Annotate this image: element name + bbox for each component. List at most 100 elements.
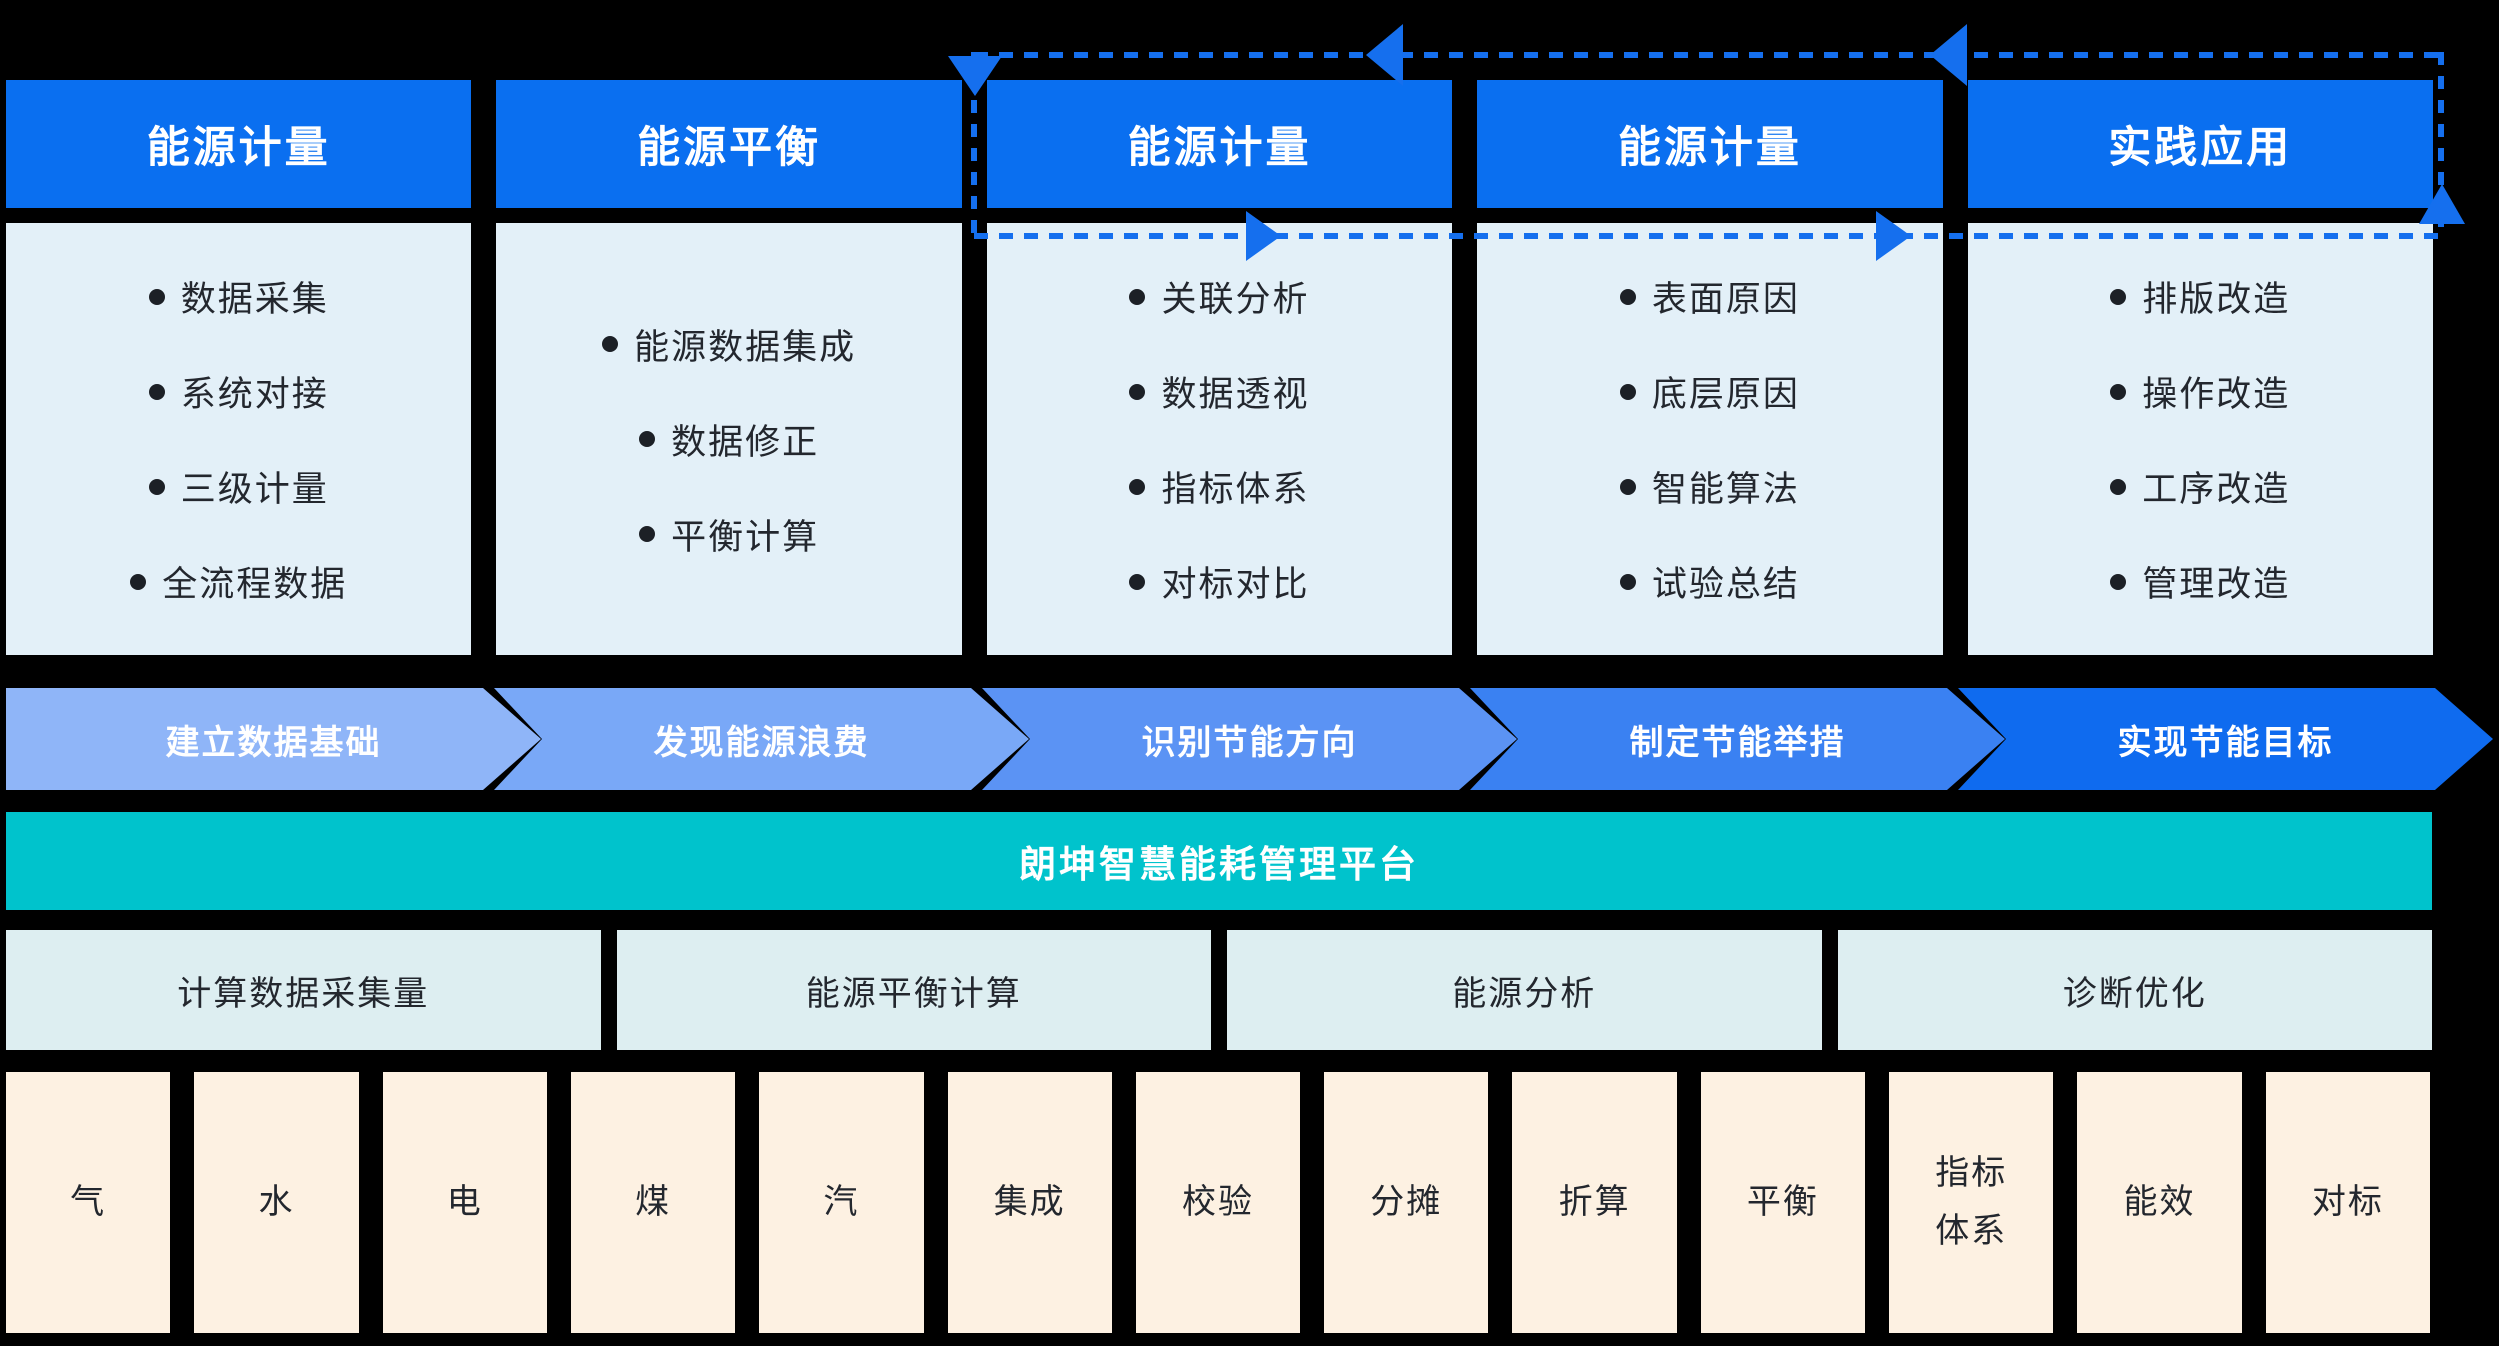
element-box: 校验 xyxy=(1135,1072,1301,1333)
bullet-icon xyxy=(1129,383,1146,400)
pillar-item-label: 数据修正 xyxy=(671,422,820,462)
step-label: 发现能源浪费 xyxy=(653,723,870,762)
element-box: 水 xyxy=(194,1072,359,1333)
step-label: 制定节能举措 xyxy=(1629,723,1846,762)
bullet-icon xyxy=(1129,573,1146,590)
pillar-item-label: 能源数据集成 xyxy=(634,327,857,367)
pillar-item-label: 排版改造 xyxy=(2142,280,2291,319)
cycle-line-right xyxy=(2438,52,2444,227)
module-box: 诊断优化 xyxy=(1837,930,2432,1050)
pillar-item: 数据修正 xyxy=(639,414,819,465)
pillar-item: 平衡计算 xyxy=(639,509,819,560)
pillar-item: 工序改造 xyxy=(2110,461,2290,512)
pillar-item: 排版改造 xyxy=(2110,271,2290,322)
pillar-column: 实践应用排版改造操作改造工序改造管理改造 xyxy=(1967,80,2433,655)
element-row: 气水电煤汽集成校验分摊折算平衡指标体系能效对标 xyxy=(6,1072,2430,1333)
pillar-item-label: 数据采集 xyxy=(180,280,329,319)
pillar-header: 实践应用 xyxy=(1967,80,2433,208)
pillar-item: 数据采集 xyxy=(148,271,329,322)
element-box: 集成 xyxy=(947,1072,1112,1333)
step-chevron: 识别节能方向 xyxy=(982,688,1517,790)
element-box: 气 xyxy=(6,1072,171,1333)
cycle-line-bottom xyxy=(974,233,2442,239)
pillar-item-label: 智能算法 xyxy=(1651,470,1800,509)
pillar-item-label: 表面原因 xyxy=(1651,280,1800,319)
pillar-header-label: 能源计量 xyxy=(1127,124,1312,172)
arrow-up-icon xyxy=(2419,184,2465,224)
pillar-item-label: 对标对比 xyxy=(1161,565,1310,604)
pillar-item: 数据透视 xyxy=(1129,366,1309,417)
pillar-item-label: 工序改造 xyxy=(2142,470,2291,509)
pillar-header: 能源计量 xyxy=(1477,80,1943,208)
bullet-icon xyxy=(602,336,619,352)
element-box: 煤 xyxy=(570,1072,736,1333)
pillar-header-label: 能源计量 xyxy=(146,124,331,172)
pillar-item: 全流程数据 xyxy=(130,556,347,607)
pillar-header-label: 能源平衡 xyxy=(637,124,822,172)
pillar-header: 能源平衡 xyxy=(496,80,962,208)
pillar-item-label: 指标体系 xyxy=(1161,470,1310,509)
arrow-right-icon xyxy=(1246,211,1281,261)
pillar-header-label: 实践应用 xyxy=(2108,124,2293,172)
platform-title: 朗坤智慧能耗管理平台 xyxy=(1019,844,1419,885)
pillar-item: 智能算法 xyxy=(1619,461,1800,512)
bullet-icon xyxy=(2110,288,2127,305)
pillar-item-label: 操作改造 xyxy=(2142,375,2291,414)
pillar-body: 能源数据集成数据修正平衡计算 xyxy=(496,223,962,655)
bullet-icon xyxy=(2110,383,2127,400)
pillar-column: 能源计量数据采集系统对接三级计量全流程数据 xyxy=(6,80,472,655)
arrow-right-icon xyxy=(1876,211,1911,261)
pillar-body: 表面原因底层原因智能算法试验总结 xyxy=(1477,223,1943,655)
step-label: 实现节能目标 xyxy=(2117,723,2334,762)
arrow-left-icon xyxy=(1366,24,1403,86)
pillar-item-label: 全流程数据 xyxy=(162,565,348,604)
module-box: 计算数据采集量 xyxy=(6,930,601,1050)
arrow-down-icon xyxy=(948,56,1002,96)
bullet-icon xyxy=(1619,288,1636,305)
bullet-icon xyxy=(1619,573,1636,590)
pillar-column: 能源计量关联分析数据透视指标体系对标对比 xyxy=(986,80,1453,655)
pillar-item: 对标对比 xyxy=(1129,556,1309,607)
bullet-icon xyxy=(2110,573,2127,590)
bullet-icon xyxy=(148,478,165,495)
module-box: 能源分析 xyxy=(1227,930,1822,1050)
pillar-header-label: 能源计量 xyxy=(1617,124,1802,172)
element-box: 折算 xyxy=(1512,1072,1677,1333)
pillar-item-label: 三级计量 xyxy=(180,470,329,509)
bullet-icon xyxy=(130,573,147,590)
pillar-item-label: 试验总结 xyxy=(1651,565,1800,604)
element-box: 对标 xyxy=(2265,1072,2430,1333)
pillar-body: 排版改造操作改造工序改造管理改造 xyxy=(1967,223,2433,655)
pillar-header: 能源计量 xyxy=(6,80,472,208)
pillar-body: 关联分析数据透视指标体系对标对比 xyxy=(986,223,1453,655)
cycle-line-left xyxy=(971,52,977,239)
bullet-icon xyxy=(639,526,656,542)
element-box: 汽 xyxy=(759,1072,924,1333)
bullet-icon xyxy=(639,431,656,447)
pillar-item: 底层原因 xyxy=(1619,366,1800,417)
pillar-columns: 能源计量数据采集系统对接三级计量全流程数据能源平衡能源数据集成数据修正平衡计算能… xyxy=(6,80,2433,655)
pillar-item-label: 系统对接 xyxy=(180,375,329,414)
pillar-column: 能源平衡能源数据集成数据修正平衡计算 xyxy=(496,80,962,655)
pillar-item-label: 数据透视 xyxy=(1161,375,1310,414)
step-chevron: 实现节能目标 xyxy=(1958,688,2493,790)
element-box: 电 xyxy=(382,1072,547,1333)
element-box: 平衡 xyxy=(1700,1072,1866,1333)
step-label: 识别节能方向 xyxy=(1141,723,1358,762)
pillar-header: 能源计量 xyxy=(986,80,1453,208)
bullet-icon xyxy=(2110,478,2127,495)
pillar-item: 能源数据集成 xyxy=(602,319,856,370)
pillar-body: 数据采集系统对接三级计量全流程数据 xyxy=(6,223,472,655)
bullet-icon xyxy=(1619,478,1636,495)
pillar-item-label: 管理改造 xyxy=(2142,565,2291,604)
pillar-item-label: 关联分析 xyxy=(1161,280,1310,319)
element-box: 指标体系 xyxy=(1889,1072,2054,1333)
pillar-item-label: 底层原因 xyxy=(1651,375,1800,414)
pillar-item: 系统对接 xyxy=(148,366,329,417)
bullet-icon xyxy=(1129,478,1146,495)
pillar-column: 能源计量表面原因底层原因智能算法试验总结 xyxy=(1477,80,1943,655)
pillar-item: 三级计量 xyxy=(148,461,329,512)
bullet-icon xyxy=(1129,288,1146,305)
step-chevron: 建立数据基础 xyxy=(6,688,541,790)
